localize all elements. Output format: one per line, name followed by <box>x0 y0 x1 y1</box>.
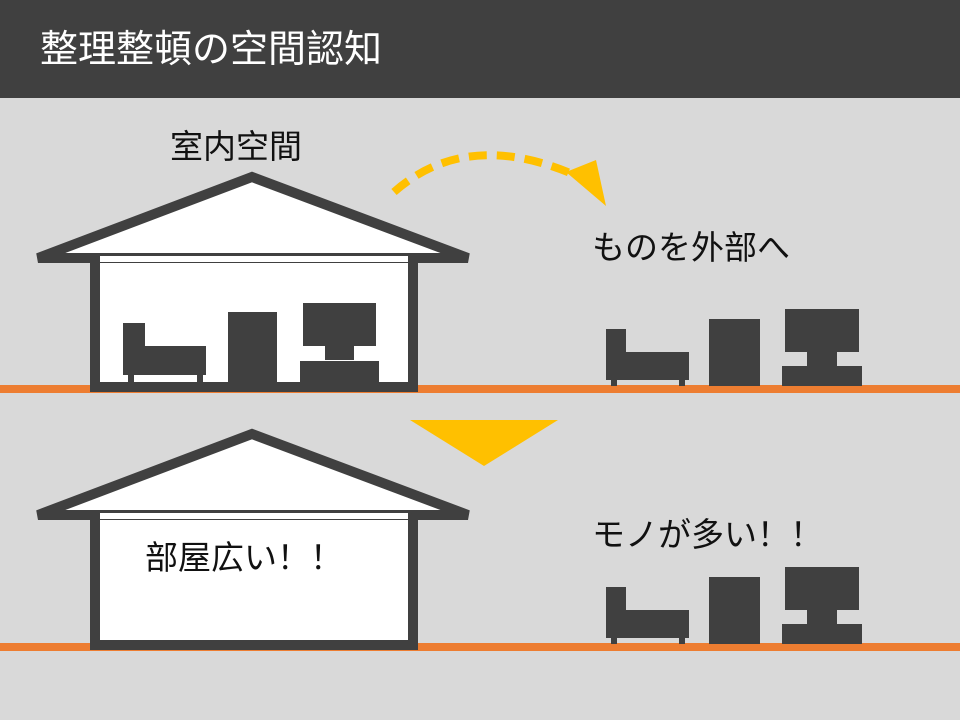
house-bottom <box>36 428 470 650</box>
down-arrow-icon <box>410 420 558 466</box>
room-spacious-label: 部屋広い！！ <box>145 538 343 577</box>
cabinet-icon <box>709 319 760 386</box>
floor-line-bottom <box>0 643 960 651</box>
house-bottom-roof <box>36 428 470 520</box>
page-title: 整理整頓の空間認知 <box>40 27 383 71</box>
curved-dashed-arrow <box>391 151 606 206</box>
title-bar: 整理整頓の空間認知 <box>0 0 960 98</box>
move-outside-label: ものを外部へ <box>592 228 790 267</box>
sofa-icon <box>606 587 689 644</box>
desk-chair-icon <box>300 303 379 383</box>
cabinet-icon <box>709 577 760 644</box>
indoor-space-label: 室内空間 <box>170 127 302 166</box>
desk-chair-icon <box>782 567 862 644</box>
desk-chair-icon <box>782 309 862 386</box>
floor-line-top <box>0 385 960 393</box>
many-things-label: モノが多い！！ <box>592 515 823 554</box>
house-bottom-roof-gap-cover <box>100 513 408 519</box>
cabinet-icon <box>228 312 277 384</box>
house-top-roof-gap-cover <box>100 256 408 262</box>
sofa-icon <box>123 323 206 383</box>
sofa-icon <box>606 329 689 386</box>
